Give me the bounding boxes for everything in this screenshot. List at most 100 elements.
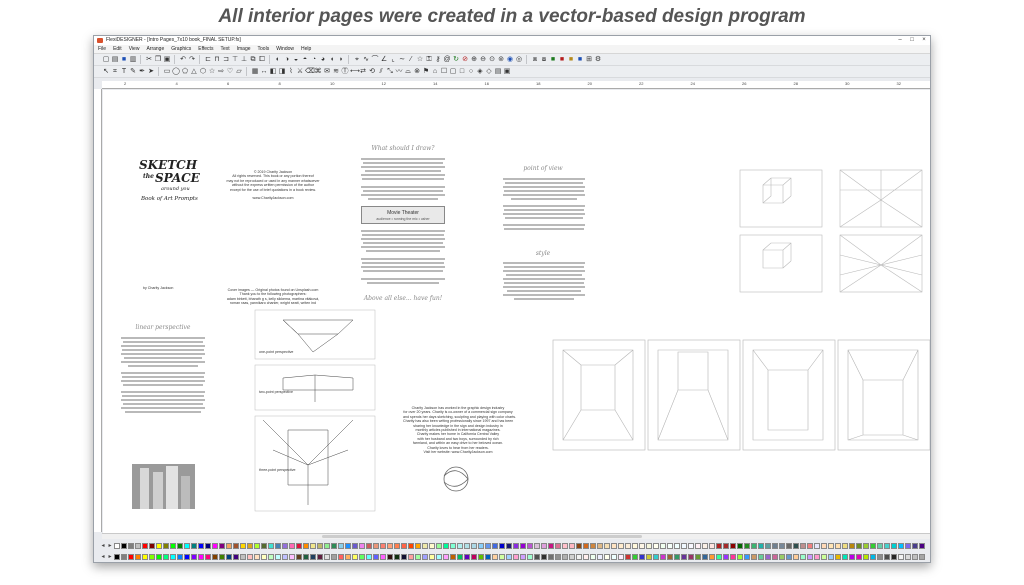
color-swatch[interactable] [527, 542, 533, 549]
color-swatch[interactable] [814, 542, 820, 549]
color-swatch[interactable] [149, 542, 155, 549]
pen-tool-icon[interactable]: ✒ [139, 67, 145, 75]
menu-graphics[interactable]: Graphics [171, 46, 192, 52]
color-swatch[interactable] [702, 542, 708, 549]
color-swatch[interactable] [534, 553, 540, 560]
break-icon[interactable]: ◔ [311, 55, 317, 63]
arch-icon[interactable]: ⌓ [405, 67, 411, 75]
menu-help[interactable]: Help [301, 46, 312, 52]
color-swatch[interactable] [163, 542, 169, 549]
spiral-icon[interactable]: @ [443, 55, 451, 63]
color-swatch[interactable] [814, 553, 820, 560]
dimension-icon[interactable]: ↔ [260, 67, 268, 75]
color-swatch[interactable] [205, 553, 211, 560]
color-swatch[interactable] [184, 542, 190, 549]
color-swatch[interactable] [184, 553, 190, 560]
color-swatch[interactable] [170, 542, 176, 549]
menu-image[interactable]: Image [236, 46, 251, 52]
undo-icon[interactable]: ↶ [180, 55, 186, 63]
color-swatch[interactable] [310, 542, 316, 549]
badge-icon[interactable]: ◈ [477, 67, 483, 75]
color-swatch[interactable] [401, 553, 407, 560]
color-swatch[interactable] [212, 542, 218, 549]
color-swatch[interactable] [625, 553, 631, 560]
paste-icon[interactable]: ▣ [163, 55, 171, 63]
color-swatch[interactable] [632, 553, 638, 560]
close-icon[interactable]: × [922, 37, 926, 43]
color-swatch[interactable] [128, 542, 134, 549]
color-swatch[interactable] [548, 542, 554, 549]
color-swatch[interactable] [611, 542, 617, 549]
arc-icon[interactable]: ⌒ [371, 55, 379, 63]
color-swatch[interactable] [261, 553, 267, 560]
color-swatch[interactable] [121, 553, 127, 560]
color-swatch[interactable] [786, 542, 792, 549]
color-swatch[interactable] [373, 542, 379, 549]
cut-icon[interactable]: ✂ [146, 55, 152, 63]
color-swatch[interactable] [254, 553, 260, 560]
menu-arrange[interactable]: Arrange [146, 46, 165, 52]
color-swatch[interactable] [842, 553, 848, 560]
color-swatch[interactable] [506, 542, 512, 549]
color-swatch[interactable] [177, 553, 183, 560]
color-swatch[interactable] [639, 553, 645, 560]
color-swatch[interactable] [492, 553, 498, 560]
color-swatch[interactable] [268, 542, 274, 549]
color-swatch[interactable] [422, 553, 428, 560]
options-icon[interactable]: ⚙ [594, 55, 602, 63]
color-swatch[interactable] [681, 542, 687, 549]
color-swatch[interactable] [191, 553, 197, 560]
color-swatch[interactable] [345, 542, 351, 549]
color-swatch[interactable] [366, 553, 372, 560]
color-swatch[interactable] [597, 553, 603, 560]
node-icon[interactable]: ⌖ [355, 55, 359, 63]
menu-window[interactable]: Window [276, 46, 295, 52]
color-swatch[interactable] [597, 542, 603, 549]
color-swatch[interactable] [380, 553, 386, 560]
color-swatch[interactable] [359, 553, 365, 560]
color-swatch[interactable] [478, 553, 484, 560]
color-swatch[interactable] [667, 553, 673, 560]
color-swatch[interactable] [758, 553, 764, 560]
color-swatch[interactable] [142, 553, 148, 560]
color-swatch[interactable] [135, 553, 141, 560]
ungroup-icon[interactable]: ⧠ [259, 55, 265, 63]
color-swatch[interactable] [226, 542, 232, 549]
cut-production-icon[interactable]: ⧇ [541, 55, 547, 63]
ellipse-tool-icon[interactable]: ◯ [172, 67, 180, 75]
outline-icon[interactable]: ◗ [338, 55, 344, 63]
color-swatch[interactable] [394, 553, 400, 560]
menu-tools[interactable]: Tools [257, 46, 270, 52]
color-swatch[interactable] [429, 542, 435, 549]
color-swatch[interactable] [681, 553, 687, 560]
color-swatch[interactable] [709, 542, 715, 549]
color-swatch[interactable] [891, 553, 897, 560]
color-swatch[interactable] [863, 553, 869, 560]
color-swatch[interactable] [471, 542, 477, 549]
color-swatch[interactable] [863, 542, 869, 549]
color-swatch[interactable] [835, 542, 841, 549]
color-swatch[interactable] [219, 553, 225, 560]
color-swatch[interactable] [317, 542, 323, 549]
color-swatch[interactable] [282, 542, 288, 549]
bezier-icon[interactable]: ∿ [363, 55, 369, 63]
color-swatch[interactable] [436, 553, 442, 560]
gradient-icon[interactable]: ◨ [278, 67, 286, 75]
square-icon[interactable]: □ [459, 67, 465, 75]
color-swatch[interactable] [359, 542, 365, 549]
copy-icon[interactable]: ❐ [154, 55, 162, 63]
color-swatch[interactable] [716, 553, 722, 560]
color-swatch[interactable] [562, 542, 568, 549]
frame-icon[interactable]: ▣ [503, 67, 511, 75]
color-swatch[interactable] [898, 542, 904, 549]
color-swatch[interactable] [352, 542, 358, 549]
color-swatch[interactable] [261, 542, 267, 549]
color-swatch[interactable] [884, 542, 890, 549]
fill-icon[interactable]: ◧ [269, 67, 277, 75]
color-swatch[interactable] [793, 553, 799, 560]
align-bottom-icon[interactable]: ⊥ [240, 55, 248, 63]
bulge-icon[interactable]: ⊗ [414, 67, 420, 75]
save-icon[interactable]: ■ [121, 55, 127, 63]
envelope-icon[interactable]: ✉ [324, 67, 330, 75]
color-swatch[interactable] [912, 542, 918, 549]
